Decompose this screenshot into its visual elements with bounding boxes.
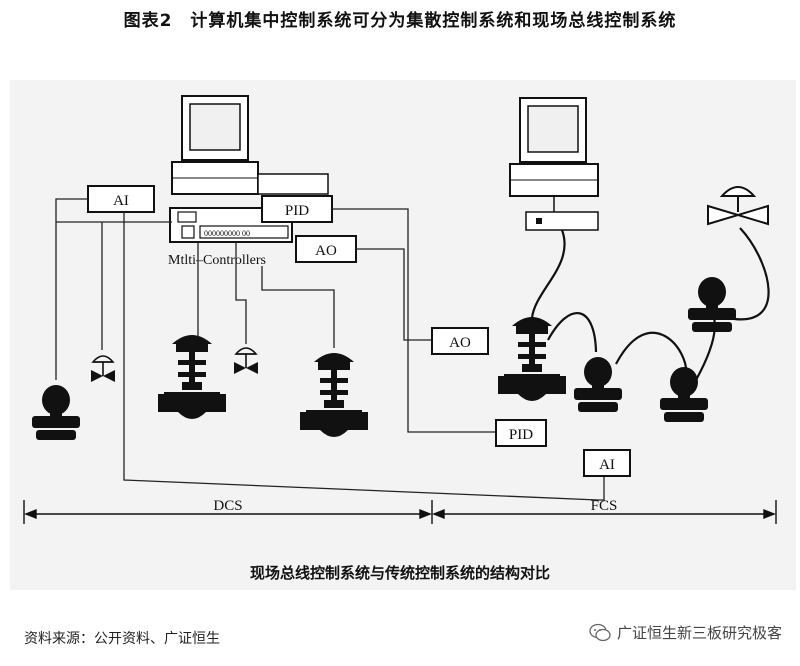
fcs-span-label: FCS [591, 498, 618, 514]
ao-box-fcs-label: AO [449, 335, 471, 351]
dcs-transmitter-1 [32, 385, 80, 440]
pid-box-fcs: PID [495, 419, 547, 447]
fcs-computer [509, 97, 599, 197]
fcs-transmitter-1 [574, 357, 622, 412]
ao-box-dcs-label: AO [315, 243, 337, 259]
watermark-text: 广证恒生新三板研究极客 [616, 624, 782, 642]
ai-box-fcs-label: AI [599, 457, 615, 473]
ao-box-fcs: AO [431, 327, 489, 355]
dcs-small-valve-1 [90, 355, 116, 383]
ao-box-dcs: AO [295, 235, 357, 263]
controller-display-text: 000000000 00 [204, 229, 250, 238]
source-note: 资料来源：公开资料、广证恒生 [24, 631, 220, 647]
dcs-control-valve-1 [158, 335, 226, 419]
multi-controllers-label: Mtlti–Controllers [168, 253, 266, 268]
dcs-span-label: DCS [213, 498, 242, 514]
fcs-valve-actuator [707, 186, 769, 226]
wechat-icon [589, 623, 611, 641]
figure-title: 图表2 计算机集中控制系统可分为集散控制系统和现场总线控制系统 [123, 11, 677, 31]
fcs-transmitter-3 [688, 277, 736, 332]
pid-box-fcs-label: PID [509, 427, 533, 443]
fieldbus-cable [530, 227, 770, 381]
ai-box-dcs-label: AI [113, 193, 129, 209]
pid-box-dcs-label: PID [285, 203, 309, 219]
dcs-computer [171, 95, 259, 195]
dcs-wiring [55, 198, 605, 501]
dcs-keyboard [257, 173, 329, 195]
fcs-interface-card [525, 196, 599, 231]
dcs-control-valve-2 [300, 353, 368, 437]
fcs-transmitter-2 [660, 367, 708, 422]
diagram-caption: 现场总线控制系统与传统控制系统的结构对比 [249, 564, 550, 582]
pid-box-dcs: PID [261, 195, 333, 223]
multi-controller-rack [169, 207, 293, 243]
span-markers [23, 500, 777, 524]
ai-box-fcs: AI [583, 449, 631, 477]
watermark: 广证恒生新三板研究极客 [589, 622, 782, 643]
ai-box-dcs: AI [87, 185, 155, 213]
dcs-small-valve-2 [233, 347, 259, 375]
